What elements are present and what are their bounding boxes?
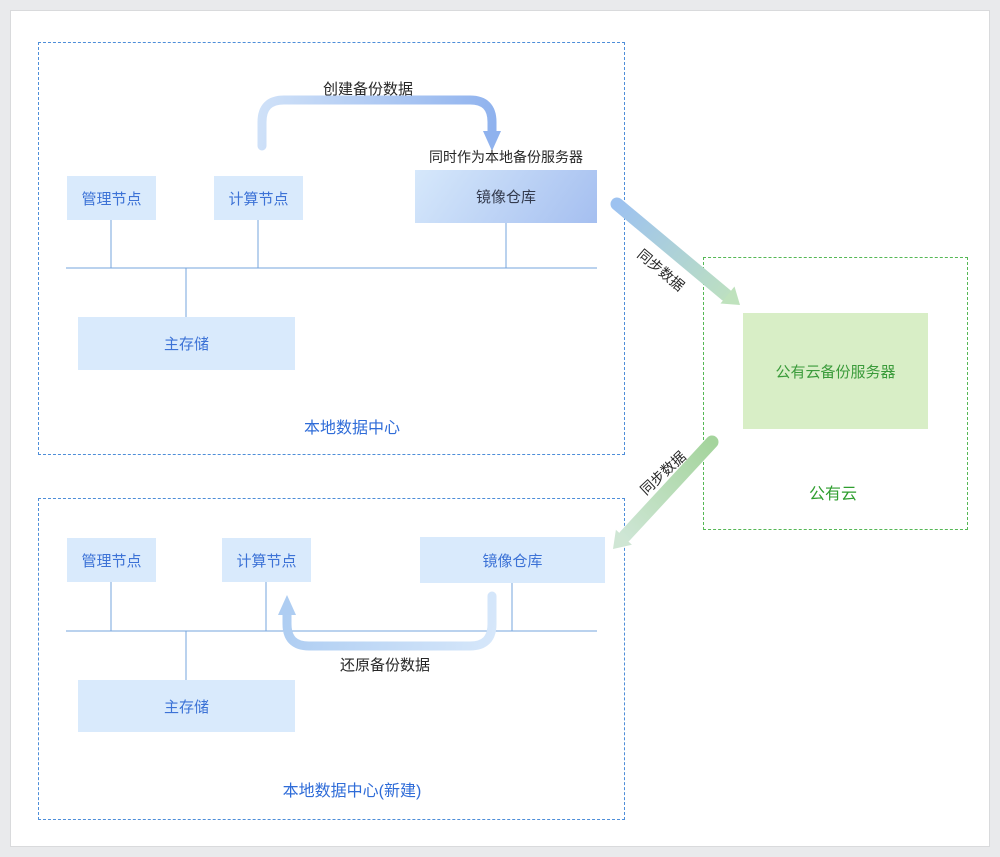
dc1-image-registry-label: 镜像仓库 — [475, 189, 536, 206]
cloud-backup-server-label: 公有云备份服务器 — [775, 363, 896, 381]
public-cloud-box — [703, 257, 968, 530]
dc2-compute-node-label: 计算节点 — [236, 552, 297, 570]
dc1-management-node-label: 管理节点 — [81, 190, 142, 208]
dc1-registry-note: 同时作为本地备份服务器 — [429, 149, 583, 165]
dc1-primary-storage-node: 主存储 — [78, 317, 295, 370]
local-datacenter-1-box — [38, 42, 625, 455]
dc2-primary-storage-label: 主存储 — [163, 698, 209, 716]
dc1-title: 本地数据中心 — [303, 420, 400, 437]
dc2-title: 本地数据中心(新建) — [282, 783, 422, 800]
dc2-primary-storage-node: 主存储 — [78, 680, 295, 732]
local-datacenter-2-box — [38, 498, 625, 820]
dc1-compute-node-label: 计算节点 — [228, 190, 289, 208]
restore-backup-arrow-label: 还原备份数据 — [339, 657, 430, 674]
public-cloud-title: 公有云 — [808, 486, 857, 503]
dc1-primary-storage-label: 主存储 — [163, 336, 209, 353]
cloud-backup-server-node: 公有云备份服务器 — [743, 313, 928, 429]
dc2-management-node: 管理节点 — [67, 538, 156, 582]
dc1-compute-node: 计算节点 — [214, 176, 303, 220]
create-backup-arrow-label: 创建备份数据 — [322, 81, 413, 98]
dc2-compute-node: 计算节点 — [222, 538, 311, 582]
dc2-image-registry-label: 镜像仓库 — [482, 552, 543, 570]
dc2-image-registry-node: 镜像仓库 — [420, 537, 605, 583]
dc2-management-node-label: 管理节点 — [81, 552, 142, 570]
dc1-management-node: 管理节点 — [67, 176, 156, 220]
dc1-image-registry-node: 镜像仓库 — [415, 170, 597, 223]
